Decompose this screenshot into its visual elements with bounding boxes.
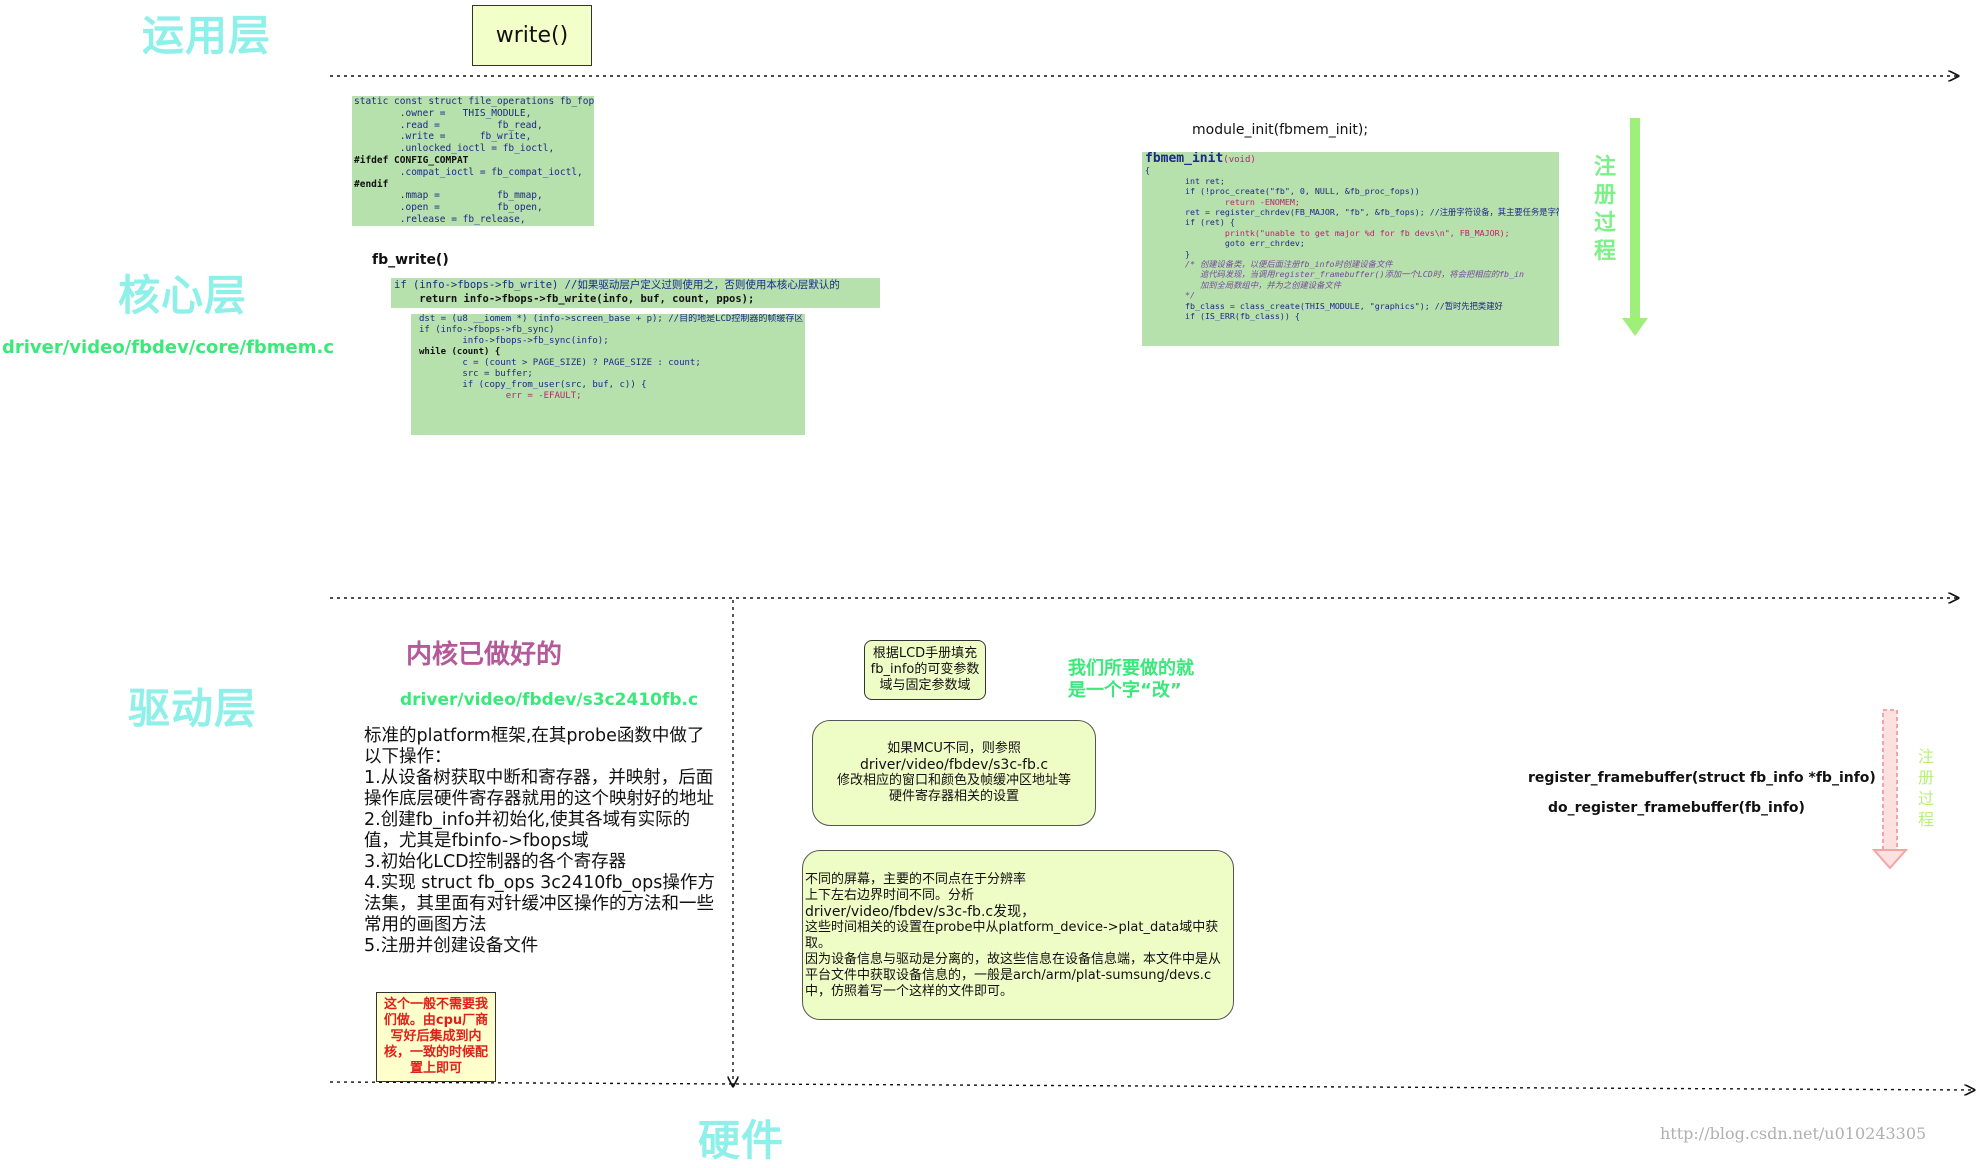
mcu-note-line: 硬件寄存器相关的设置	[888, 789, 1019, 804]
vendor-note-box: 这个一般不需要我们做。由cpu厂商写好后集成到内核，一致的时候配置上即可	[376, 992, 496, 1082]
screen-note-line: 这些时间相关的设置在probe中从platform_device->plat_d…	[805, 920, 1219, 951]
code-line: return info->fbops->fb_write(info, buf, …	[394, 293, 755, 305]
code-line: .compat_ioctl = fb_compat_ioctl,	[354, 166, 583, 178]
code-line: .owner = THIS_MODULE,	[354, 107, 532, 119]
code-line: 加到全局数组中，并为之创建设备文件	[1145, 279, 1341, 290]
our-work-label: 我们所要做的就是一个字“改”	[1068, 658, 1194, 701]
screen-note-line: driver/video/fbdev/s3c-fb.c发现，	[805, 904, 1036, 920]
code-line: ret = register_chrdev(FB_MAJOR, "fb", &f…	[1145, 207, 1559, 218]
mcu-note-line: driver/video/fbdev/s3c-fb.c	[859, 757, 1049, 773]
mcu-note-box: 如果MCU不同，则参照 driver/video/fbdev/s3c-fb.c …	[812, 720, 1096, 826]
code-line: {	[1145, 165, 1150, 176]
code-line: */	[1145, 290, 1195, 301]
code-line: if (!proc_create("fb", 0, NULL, &fb_proc…	[1145, 186, 1420, 197]
kernel-step: 1.从设备树获取中断和寄存器，并映射，后面操作底层硬件寄存器就用的这个映射好的地…	[364, 768, 714, 809]
code-line: .mmap = fb_mmap,	[354, 190, 543, 202]
lcd-note-text: 根据LCD手册填充fb_info的可变参数域与固定参数域	[870, 646, 980, 693]
layer-app-label: 运用层	[142, 11, 272, 60]
code-line: static const struct file_operations fb_f…	[354, 96, 594, 107]
fbmem-init-header: fbmem_init(void)	[1145, 152, 1559, 166]
fbmem-init-title: fbmem_init	[1145, 152, 1224, 166]
code-line: err = -EFAULT;	[419, 391, 582, 401]
code-line: #ifdef CONFIG_COMPAT	[354, 154, 469, 166]
watermark: http://blog.csdn.net/u010243305	[1660, 1124, 1927, 1143]
code-line: src = buffer;	[419, 369, 533, 379]
screen-note-line: 不同的屏幕，主要的不同点在于分辨率	[805, 872, 1027, 887]
kernel-step: 3.初始化LCD控制器的各个寄存器	[364, 852, 627, 872]
code-line: }	[1145, 248, 1190, 259]
write-call-label: write()	[495, 23, 569, 48]
kernel-done-title: 内核已做好的	[406, 640, 563, 670]
register-process-label-2: 注册过程	[1918, 747, 1935, 829]
screen-note-line: 因为设备信息与驱动是分离的，故这些信息在设备信息端，本文件中是从平台文件中获取设…	[805, 952, 1222, 999]
pink-register-arrow	[1871, 709, 1909, 870]
code-line: printk("unable to get major %d for fb de…	[1145, 227, 1510, 238]
code-line: info->fbops->fb_sync(info);	[419, 336, 609, 346]
code-line: 追代码发现，当调用register_framebuffer()添加一个LCD时，…	[1145, 269, 1525, 280]
code-line: /* 创建设备类，以便后面注册fb_info时创建设备文件	[1145, 259, 1393, 270]
module-init-label: module_init(fbmem_init);	[1192, 122, 1369, 138]
screen-note-box: 不同的屏幕，主要的不同点在于分辨率 上下左右边界时间不同。分析 driver/v…	[802, 850, 1234, 1020]
code-line: return -ENOMEM;	[1145, 196, 1300, 207]
code-line: .release = fb_release,	[354, 213, 526, 225]
layer-driver-label: 驱动层	[128, 684, 258, 733]
kernel-step: 2.创建fb_info并初始化,使其各域有实际的值，尤其是fbinfo->fbo…	[364, 810, 691, 851]
code-line: int ret;	[1145, 175, 1225, 186]
register-process-label: 注册过程	[1594, 155, 1617, 264]
code-line: .unlocked_ioctl = fb_ioctl,	[354, 143, 555, 155]
green-register-arrow	[1622, 118, 1648, 336]
fb-write-title: fb_write()	[372, 252, 449, 268]
kernel-step: 4.实现 struct fb_ops 3c2410fb_ops操作方法集，其里面…	[364, 873, 715, 935]
mcu-note-line: 修改相应的窗口和颜色及帧缓冲区地址等	[836, 773, 1071, 788]
kernel-steps-list: 标准的platform框架,在其probe函数中做了以下操作： 1.从设备树获取…	[364, 726, 716, 957]
fbmem-init-param: (void)	[1223, 155, 1256, 165]
core-path-label: driver/video/fbdev/core/fbmem.c	[2, 337, 335, 358]
vendor-note-text: 这个一般不需要我们做。由cpu厂商写好后集成到内核，一致的时候配置上即可	[383, 997, 489, 1076]
kernel-step: 5.注册并创建设备文件	[364, 936, 539, 956]
mcu-note-line: 如果MCU不同，则参照	[887, 741, 1021, 756]
code-line: .read = fb_read,	[354, 119, 543, 131]
code-line: goto err_chrdev;	[1145, 238, 1305, 249]
code-line: if (IS_ERR(fb_class)) {	[1145, 311, 1300, 322]
code-line: if (ret) {	[1145, 217, 1235, 228]
write-call-box: write()	[472, 5, 592, 66]
code-line: fb_class = class_create(THIS_MODULE, "gr…	[1145, 300, 1503, 311]
code-line: while (count) {	[419, 347, 501, 357]
code-line: if (copy_from_user(src, buf, c)) {	[419, 380, 647, 390]
kernel-step: 标准的platform框架,在其probe函数中做了以下操作：	[364, 726, 705, 767]
fbmem-init-code-block: fbmem_init(void) { int ret; if (!proc_cr…	[1142, 152, 1559, 346]
fb-write-code-block-2: dst = (u8 __iomem *) (info->screen_base …	[411, 314, 805, 435]
s3c2410fb-path: driver/video/fbdev/s3c2410fb.c	[400, 690, 699, 710]
code-line: if (info->fbops->fb_write) //如果驱动层户定义过则使…	[394, 279, 840, 291]
code-line: .open = fb_open,	[354, 202, 543, 214]
code-line: c = (count > PAGE_SIZE) ? PAGE_SIZE : co…	[419, 358, 701, 368]
code-line: if (info->fbops->fb_sync)	[419, 325, 555, 335]
driver-hardware-divider	[329, 1081, 1974, 1090]
fb-fops-code-block: static const struct file_operations fb_f…	[352, 96, 594, 226]
code-line: #endif	[354, 178, 389, 190]
layer-core-label: 核心层	[118, 271, 248, 320]
code-line: .write = fb_write,	[354, 131, 532, 143]
screen-note-line: 上下左右边界时间不同。分析	[805, 888, 975, 903]
fb-write-code-block: if (info->fbops->fb_write) //如果驱动层户定义过则使…	[391, 278, 880, 308]
do-register-framebuffer-label: do_register_framebuffer(fb_info)	[1548, 800, 1805, 816]
code-line: dst = (u8 __iomem *) (info->screen_base …	[419, 314, 804, 324]
lcd-note-box: 根据LCD手册填充fb_info的可变参数域与固定参数域	[864, 640, 986, 700]
register-framebuffer-label: register_framebuffer(struct fb_info *fb_…	[1528, 770, 1876, 786]
